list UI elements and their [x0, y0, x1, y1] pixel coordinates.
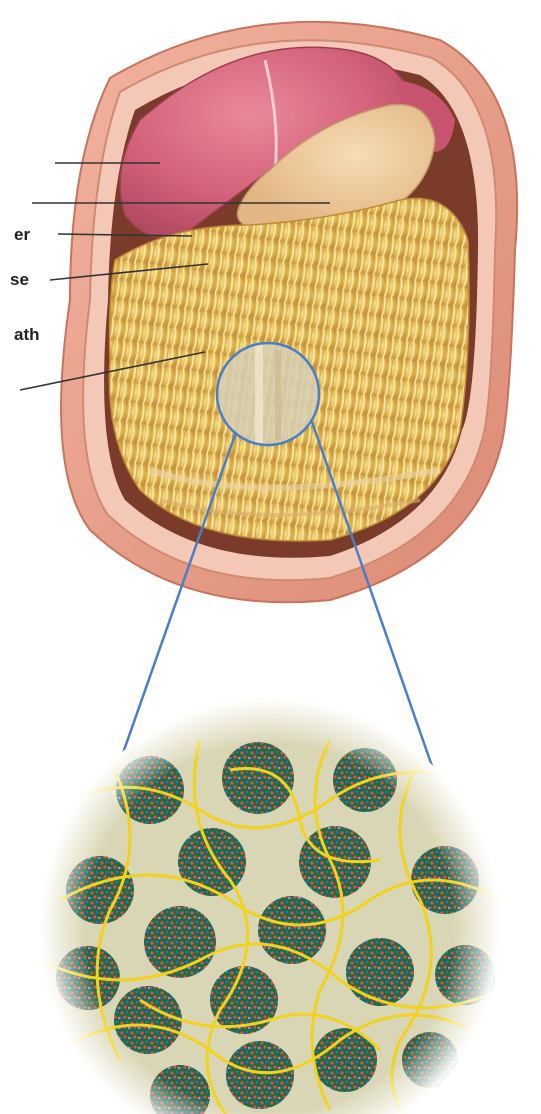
- label-liver-fragment: er: [14, 226, 30, 243]
- label-fragment-2: se: [10, 271, 29, 288]
- label-fragment-3: ath: [14, 326, 40, 343]
